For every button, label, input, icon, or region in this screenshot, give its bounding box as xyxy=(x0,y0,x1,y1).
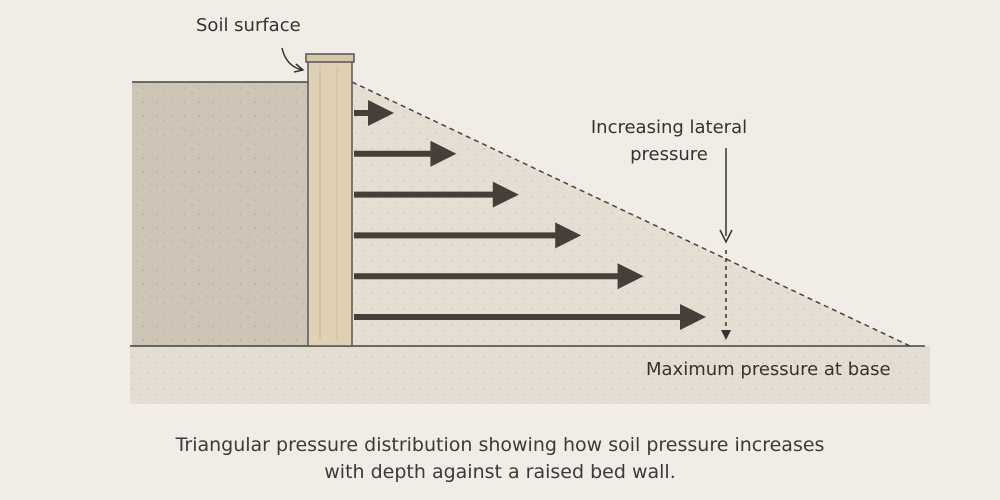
raised-bed-wall xyxy=(307,59,353,347)
pressure-arrow-head xyxy=(430,140,457,167)
pressure-arrow xyxy=(354,222,582,249)
figure-caption: Triangular pressure distribution showing… xyxy=(0,432,1000,486)
lateral-pressure-label-line1: Increasing lateral xyxy=(591,117,747,138)
pressure-arrow-head xyxy=(492,181,519,208)
pressure-arrow-head xyxy=(368,100,394,126)
pressure-arrow-head xyxy=(680,304,706,330)
caption-line-1: Triangular pressure distribution showing… xyxy=(175,434,825,456)
pressure-arrows xyxy=(354,100,706,330)
pressure-arrow xyxy=(354,140,457,167)
pressure-envelope-line xyxy=(351,81,911,347)
wall-cap xyxy=(305,53,355,63)
soil-surface-pointer xyxy=(281,47,303,71)
pressure-arrow xyxy=(354,181,519,208)
max-pressure-marker-head xyxy=(721,330,731,340)
lateral-pressure-pointer-head xyxy=(719,229,733,244)
pressure-arrow xyxy=(354,100,394,126)
pressure-arrow-head xyxy=(617,263,644,290)
lateral-pressure-label-line2: pressure xyxy=(630,144,708,165)
max-pressure-label: Maximum pressure at base xyxy=(646,359,891,380)
soil-surface-pointer-head xyxy=(293,63,305,73)
pressure-arrow xyxy=(354,263,644,290)
caption-line-2: with depth against a raised bed wall. xyxy=(324,461,676,483)
ground-band-texture xyxy=(130,346,930,404)
pressure-arrow-head xyxy=(555,222,582,249)
soil-surface-label: Soil surface xyxy=(196,15,301,36)
pressure-arrow xyxy=(354,304,706,330)
retained-soil-texture xyxy=(132,82,308,346)
